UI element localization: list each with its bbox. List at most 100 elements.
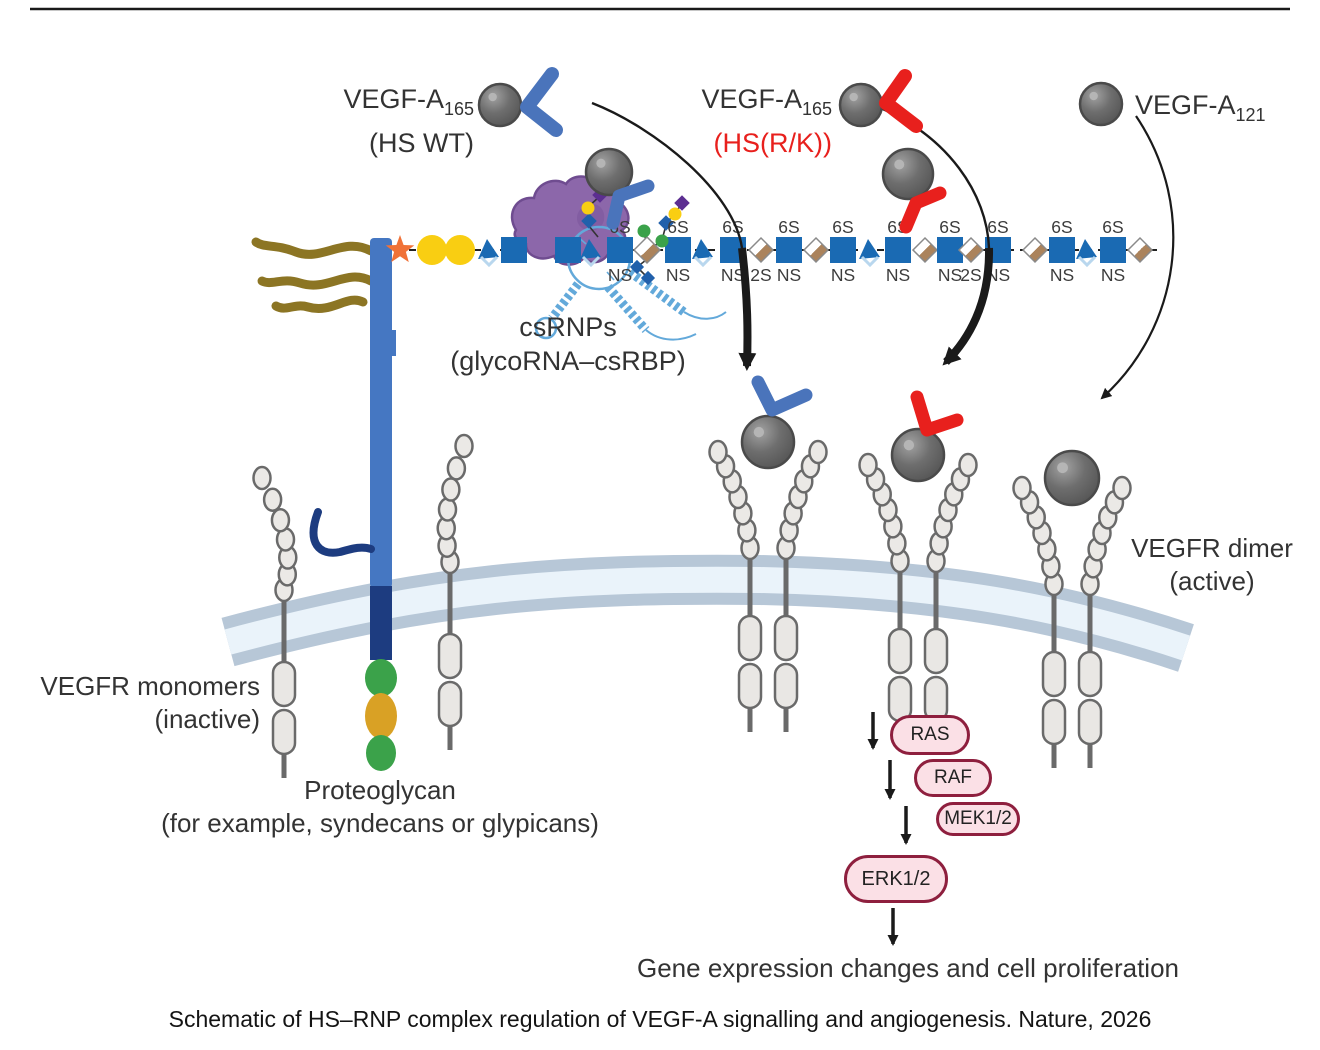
hs-binding-arm-blue-icon xyxy=(751,375,813,417)
vegf-sphere xyxy=(584,147,634,197)
sphere-highlight xyxy=(596,158,606,168)
kinase-domain-capsule xyxy=(271,660,297,708)
vegfr-dimer xyxy=(708,439,828,732)
kinase-domain-capsule xyxy=(1041,698,1067,746)
cascade-node-mek: MEK1/2 xyxy=(936,802,1020,836)
hs-binding-arm-red-icon xyxy=(910,390,964,437)
core-protein-notch xyxy=(388,330,396,356)
cascade-node-ras: RAS xyxy=(890,715,970,755)
signalling-cascade-arrows xyxy=(867,712,912,946)
cytoplasmic-domain-gold xyxy=(365,693,397,739)
sphere-highlight xyxy=(488,92,497,102)
label-vegfr-dimer: VEGFR dimer (active) xyxy=(1131,533,1293,596)
sulfation-label-ns: NS xyxy=(777,265,801,285)
glca-triangle xyxy=(478,239,499,259)
idoa-diamond xyxy=(1126,236,1154,264)
vegf-ligands xyxy=(477,67,1124,507)
arrow-vegf165-wt-to-receptor xyxy=(738,247,757,371)
xylose-star xyxy=(385,235,415,263)
proteoglycan-core xyxy=(251,237,397,771)
vegf-sphere xyxy=(1078,81,1124,127)
glca-triangle xyxy=(692,239,713,259)
kinase-domain-capsule xyxy=(271,708,297,756)
mannose-green-circle xyxy=(637,224,651,238)
hs-binding-arm-blue-icon xyxy=(520,67,563,137)
vegfr-dimer xyxy=(858,452,978,745)
idoa-diamond xyxy=(802,236,830,264)
label-vegf-a165-hsrk: VEGF-A165 (HS(R/K)) xyxy=(652,82,832,160)
galactose-yellow-circle xyxy=(668,207,682,221)
label-vegfr-monomers: VEGFR monomers (inactive) xyxy=(40,671,260,734)
hs-binding-arm-blue-icon xyxy=(606,179,655,230)
ig-domain-bead xyxy=(1012,475,1032,501)
glcns-square xyxy=(501,237,527,263)
ig-domain-bead xyxy=(270,507,291,533)
ig-domain-bead xyxy=(858,452,878,478)
kinase-domain-capsule xyxy=(773,614,799,662)
vegfr-monomer xyxy=(252,465,298,778)
chevron-mark xyxy=(581,255,601,268)
chevron-mark xyxy=(860,255,880,268)
core-protein-stalk xyxy=(370,238,392,588)
kinase-domain-capsule xyxy=(437,680,463,728)
sulfation-label-ns: NS xyxy=(831,265,855,285)
sulfation-label-ns: NS xyxy=(938,265,962,285)
figure-caption: Schematic of HS–RNP complex regulation o… xyxy=(168,1006,1152,1032)
ig-domain-bead xyxy=(252,465,272,491)
label-line: VEGF-A165 xyxy=(343,84,474,119)
label-line: VEGF-A165 xyxy=(701,84,832,119)
sulfation-label-ns: NS xyxy=(1101,265,1125,285)
sulfation-label-ns: NS xyxy=(886,265,910,285)
cascade-node-raf: RAF xyxy=(914,759,992,797)
delivery-arrows xyxy=(591,101,1175,400)
glcnac-blue-square xyxy=(629,259,645,275)
ig-domain-bead xyxy=(441,477,461,502)
cytoplasmic-domain-green xyxy=(365,659,397,697)
kinase-domain-capsule xyxy=(887,627,913,675)
sulfation-label-ns: NS xyxy=(721,265,745,285)
sulfation-label-6s: 6S xyxy=(832,217,853,237)
label-vegf-a121: VEGF-A121 xyxy=(1135,90,1266,125)
sulfation-label-6s: 6S xyxy=(778,217,799,237)
idoa-diamond xyxy=(747,236,775,264)
glycorna-structure xyxy=(534,225,727,341)
hs-chain-extra-wave xyxy=(271,295,368,313)
vegf-sphere xyxy=(890,427,946,483)
sphere-highlight xyxy=(753,426,765,438)
hs-binding-arm-red-icon xyxy=(879,69,923,133)
glcns-square xyxy=(555,237,581,263)
arrow-vegf165-wt-to-receptor xyxy=(591,101,744,249)
hs-chain-extra-wave xyxy=(257,272,376,290)
arrow-vegf121-to-receptor xyxy=(1100,115,1175,400)
idoa-diamond xyxy=(1021,236,1049,264)
core-protein-loop xyxy=(309,508,375,557)
idoa-diamond xyxy=(957,236,985,264)
sulfation-label-ns: 2S xyxy=(750,265,771,285)
vegfr-dimer xyxy=(1012,475,1132,768)
sulfation-label-6s: 6S xyxy=(667,217,688,237)
idoa-diamond xyxy=(911,236,939,264)
glcns-square xyxy=(1049,237,1075,263)
chevron-mark xyxy=(1077,255,1097,268)
chevron-mark xyxy=(693,255,713,268)
ig-domain-bead xyxy=(958,452,978,478)
glcns-square xyxy=(607,237,633,263)
label-csrnps: csRNPs (glycoRNA–csRBP) xyxy=(450,312,686,376)
vegf-sphere xyxy=(1043,449,1101,507)
sphere-highlight xyxy=(849,92,858,102)
kinase-domain-capsule xyxy=(923,627,949,675)
glca-triangle xyxy=(580,239,601,259)
ig-domain-bead xyxy=(262,487,283,512)
sphere-highlight xyxy=(1057,462,1068,474)
sulfation-label-6s: 6S xyxy=(1051,217,1072,237)
sulfation-label-ns: 2S xyxy=(960,265,981,285)
hs-chain-extra-wave xyxy=(251,237,376,259)
vegfr-monomer xyxy=(436,433,474,750)
mannose-green-circle xyxy=(655,234,669,248)
glcns-square xyxy=(885,237,911,263)
glycan-anchor-diamond xyxy=(632,235,662,265)
kinase-domain-capsule xyxy=(1077,650,1103,698)
transmembrane-segment xyxy=(370,586,392,660)
